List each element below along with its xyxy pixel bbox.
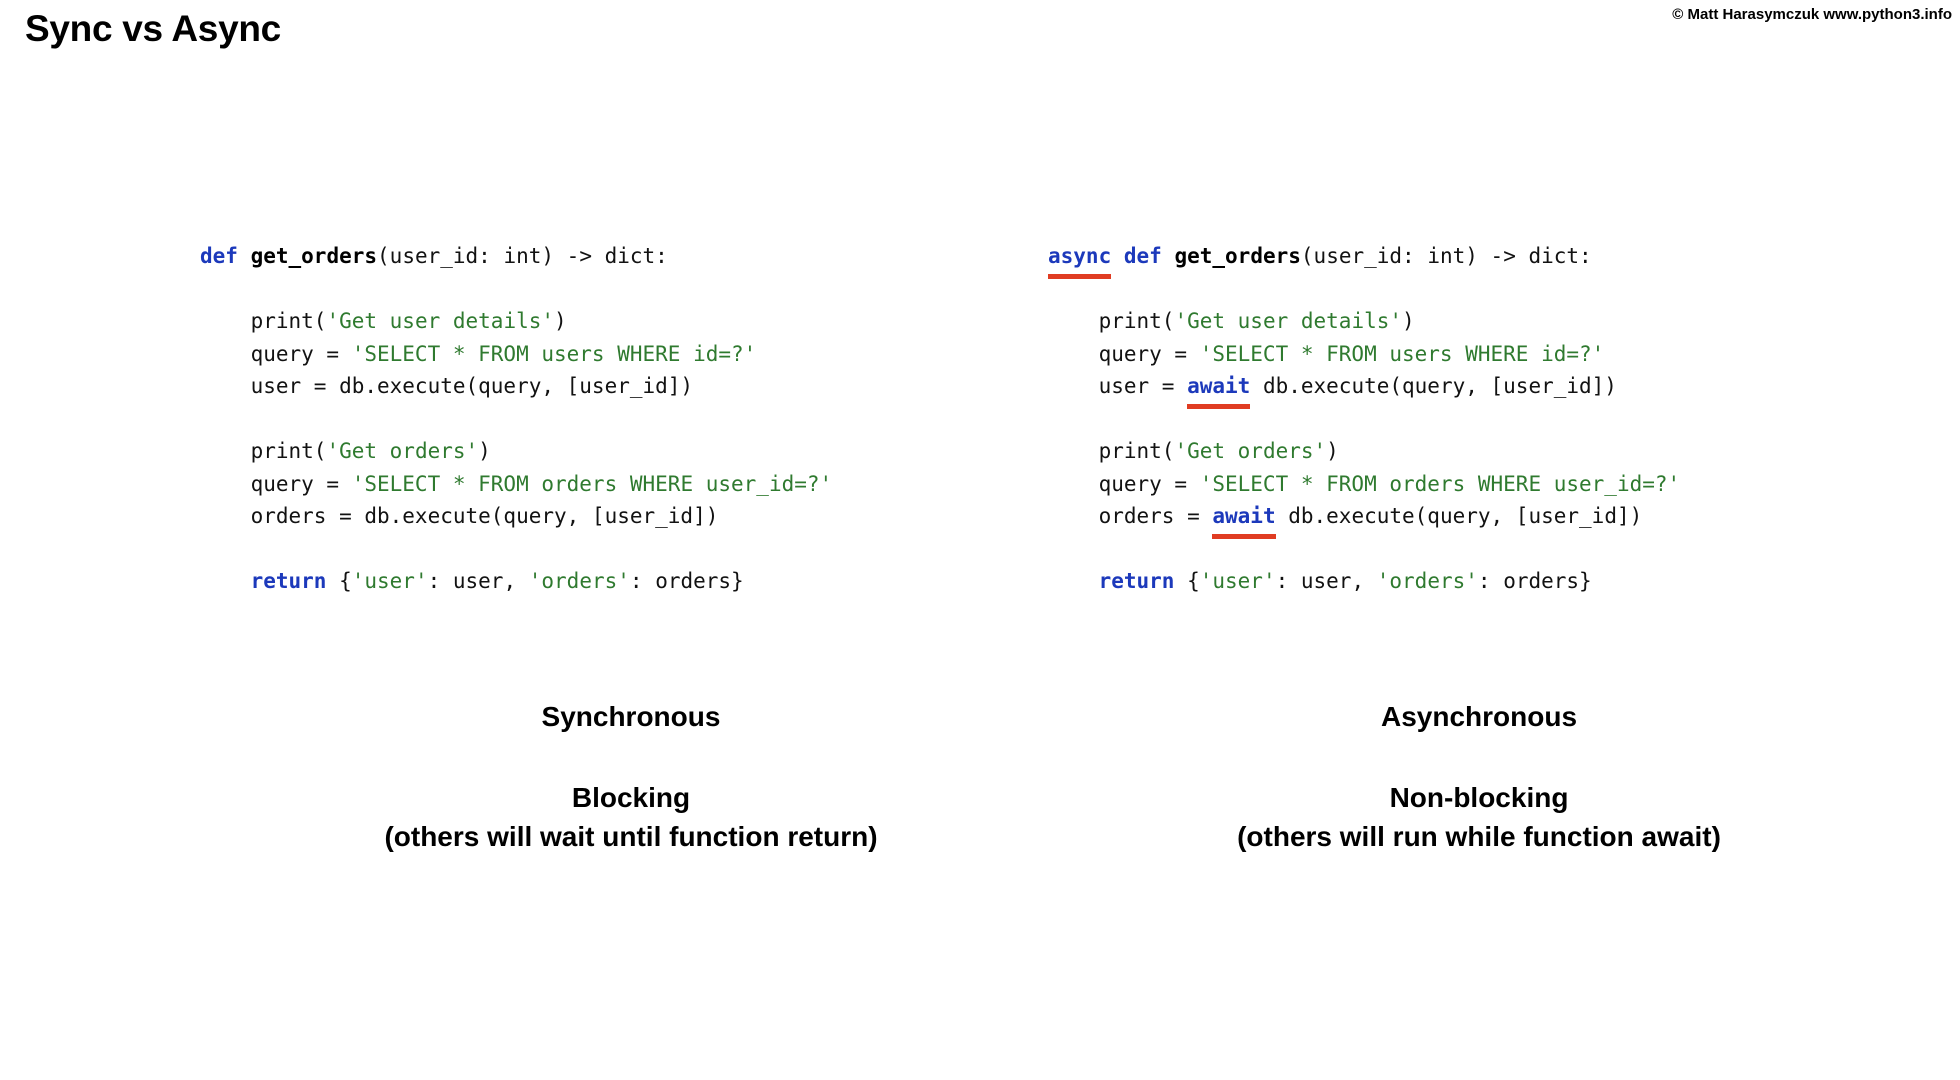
string-literal: 'SELECT * FROM users WHERE id=?' [351,341,757,366]
code-line [1048,533,1918,566]
code-line: return {'user': user, 'orders': orders} [1048,565,1918,598]
function-name: get_orders [250,244,378,268]
code-text: orders = [1048,504,1213,528]
keyword-def: def [1123,244,1162,268]
code-line: query = 'SELECT * FROM orders WHERE user… [200,468,1070,501]
code-text [200,569,251,593]
code-line: print('Get user details') [200,305,1070,338]
string-literal: 'Get user details' [1174,309,1403,333]
keyword-async-highlighted: async [1048,240,1112,278]
code-text: user = db.execute(query, [user_id]) [200,374,694,398]
code-line: user = await db.execute(query, [user_id]… [1048,370,1918,408]
code-text [1162,244,1175,268]
string-literal: 'Get orders' [1174,439,1327,463]
code-line: print('Get user details') [1048,305,1918,338]
code-text [1048,569,1099,593]
keyword-await-highlighted: await [1187,370,1251,408]
code-text: print( [1048,309,1175,333]
code-line [1048,403,1918,436]
code-text: : user, [1275,569,1377,593]
code-line: user = db.execute(query, [user_id]) [200,370,1070,403]
caption-detail-async: (others will run while function await) [1237,821,1721,852]
code-text: (user_id: int) -> dict: [1300,244,1592,268]
keyword-return: return [250,569,327,593]
code-text: ) [1326,439,1339,463]
string-literal: 'SELECT * FROM users WHERE id=?' [1199,341,1605,366]
code-text: : user, [427,569,529,593]
code-block-async: async def get_orders(user_id: int) -> di… [1048,240,1918,598]
string-literal: 'SELECT * FROM orders WHERE user_id=?' [1199,471,1681,496]
code-text: user = [1048,374,1188,398]
code-text: query = [200,471,352,496]
caption-spacer [1044,734,1914,778]
string-literal: 'Get orders' [326,439,479,463]
keyword-return: return [1098,569,1175,593]
code-line: orders = await db.execute(query, [user_i… [1048,500,1918,538]
code-line: async def get_orders(user_id: int) -> di… [1048,240,1918,278]
code-line [200,403,1070,436]
code-text: print( [200,309,327,333]
code-block-sync: def get_orders(user_id: int) -> dict: pr… [200,240,1070,598]
caption-behavior-sync: Blocking [571,782,691,813]
code-text: db.execute(query, [user_id]) [1250,374,1617,398]
code-text: (user_id: int) -> dict: [377,244,668,268]
page-title: Sync vs Async [25,8,281,49]
code-text: : orders} [629,569,744,593]
code-text: ) [1402,309,1415,333]
code-text: : orders} [1477,569,1592,593]
code-text: query = [1048,341,1200,366]
caption-group-sync: Synchronous Blocking (others will wait u… [196,700,1066,856]
code-text: query = [200,341,352,366]
code-line [200,273,1070,306]
code-line [200,533,1070,566]
string-literal: 'user' [1199,569,1276,593]
code-text: orders = db.execute(query, [user_id]) [200,504,719,528]
function-name: get_orders [1174,244,1301,268]
code-text: { [1174,569,1200,593]
code-text: db.execute(query, [user_id]) [1275,504,1643,528]
code-line: orders = db.execute(query, [user_id]) [200,500,1070,533]
caption-group-async: Asynchronous Non-blocking (others will r… [1044,700,1914,856]
code-column-async: async def get_orders(user_id: int) -> di… [1048,240,1918,598]
code-text: ) [554,309,567,333]
code-line: print('Get orders') [200,435,1070,468]
code-line [1048,273,1918,306]
caption-mode-sync: Synchronous [541,701,721,732]
caption-mode-async: Asynchronous [1380,701,1578,732]
code-line: return {'user': user, 'orders': orders} [200,565,1070,598]
string-literal: 'orders' [528,569,630,593]
caption-spacer [196,734,1066,778]
code-line: query = 'SELECT * FROM orders WHERE user… [1048,468,1918,501]
code-line: def get_orders(user_id: int) -> dict: [200,240,1070,273]
code-line: print('Get orders') [1048,435,1918,468]
string-literal: 'orders' [1376,569,1478,593]
code-text: query = [1048,471,1200,496]
caption-behavior-async: Non-blocking [1389,782,1569,813]
code-text: print( [200,439,327,463]
keyword-def: def [200,244,238,268]
string-literal: 'Get user details' [326,309,555,333]
caption-detail-sync: (others will wait until function return) [384,821,878,852]
string-literal: 'user' [351,569,428,593]
code-line: query = 'SELECT * FROM users WHERE id=?' [1048,338,1918,371]
code-text: print( [1048,439,1175,463]
code-text: ) [478,439,491,463]
code-text [238,244,251,268]
keyword-await-highlighted: await [1212,500,1276,538]
string-literal: 'SELECT * FROM orders WHERE user_id=?' [351,471,833,496]
code-text [1111,244,1124,268]
code-column-sync: def get_orders(user_id: int) -> dict: pr… [200,240,1070,598]
copyright-notice: © Matt Harasymczuk www.python3.info [1672,6,1952,23]
code-line: query = 'SELECT * FROM users WHERE id=?' [200,338,1070,371]
code-text: { [326,569,352,593]
